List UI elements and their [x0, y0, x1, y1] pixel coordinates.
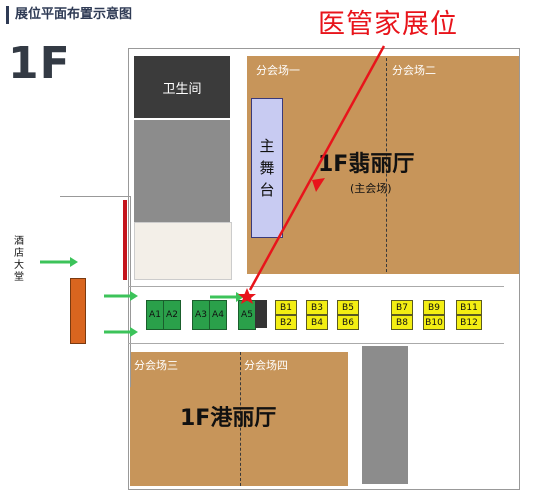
stage-char-1: 主 [259, 137, 275, 155]
info-desk [255, 300, 267, 328]
booth-b11: B11 [456, 300, 482, 315]
page-title: 展位平面布置示意图 [6, 6, 132, 24]
hall-gangli-name: 1F港丽厅 [180, 406, 277, 431]
booth-b2: B2 [275, 315, 297, 330]
corridor [128, 286, 504, 344]
booth-b8: B8 [391, 315, 413, 330]
hall-feili-divider [386, 58, 387, 272]
entry-arrow-3 [104, 327, 138, 337]
main-stage: 主 舞 台 [251, 98, 283, 238]
hall-feili-section-1: 分会场一 [256, 64, 300, 77]
hall-gangli-divider [240, 352, 241, 486]
booth-b3: B3 [306, 300, 328, 315]
hall-feili [247, 56, 519, 274]
booth-b7: B7 [391, 300, 413, 315]
entry-arrow-4 [210, 292, 244, 302]
floor-label: 1F [8, 38, 71, 89]
corridor-area [134, 222, 232, 280]
service-area [134, 120, 230, 222]
booth-b6: B6 [337, 315, 359, 330]
entry-arrow-1 [40, 257, 78, 267]
hall-feili-sub: (主会场) [350, 182, 392, 195]
red-partition [123, 200, 127, 280]
lobby-char-3: 大 [14, 260, 24, 271]
lobby-char-1: 酒 [14, 236, 24, 247]
pointer-arrowhead [312, 178, 325, 192]
booth-a4: A4 [209, 300, 227, 330]
hotel-lobby-label: 酒 店 大 堂 [14, 236, 24, 284]
restroom: 卫生间 [134, 56, 230, 118]
booth-b1: B1 [275, 300, 297, 315]
building-outline [128, 48, 520, 490]
booth-a2: A2 [163, 300, 181, 330]
booth-annotation: 医管家展位 [318, 9, 458, 40]
lobby-char-2: 店 [14, 248, 24, 259]
hall-gangli-section-4: 分会场四 [244, 359, 288, 372]
hall-gangli-section-3: 分会场三 [134, 359, 178, 372]
lobby-char-4: 堂 [14, 272, 24, 283]
booth-b5: B5 [337, 300, 359, 315]
booth-b4: B4 [306, 315, 328, 330]
booth-b10: B10 [423, 315, 445, 330]
service-area-lower [362, 346, 408, 484]
pointer-line [248, 45, 386, 291]
entry-arrow-2 [104, 291, 138, 301]
booth-marker-star-icon [238, 288, 256, 304]
hall-feili-section-2: 分会场二 [392, 64, 436, 77]
display-rack [70, 278, 86, 344]
hall-gangli [130, 352, 348, 486]
hall-feili-name: 1F翡丽厅 [318, 152, 415, 177]
stage-char-3: 台 [259, 181, 275, 199]
restroom-label: 卫生间 [162, 81, 202, 97]
booth-b12: B12 [456, 315, 482, 330]
booth-b9: B9 [423, 300, 445, 315]
stage-char-2: 舞 [259, 159, 275, 177]
